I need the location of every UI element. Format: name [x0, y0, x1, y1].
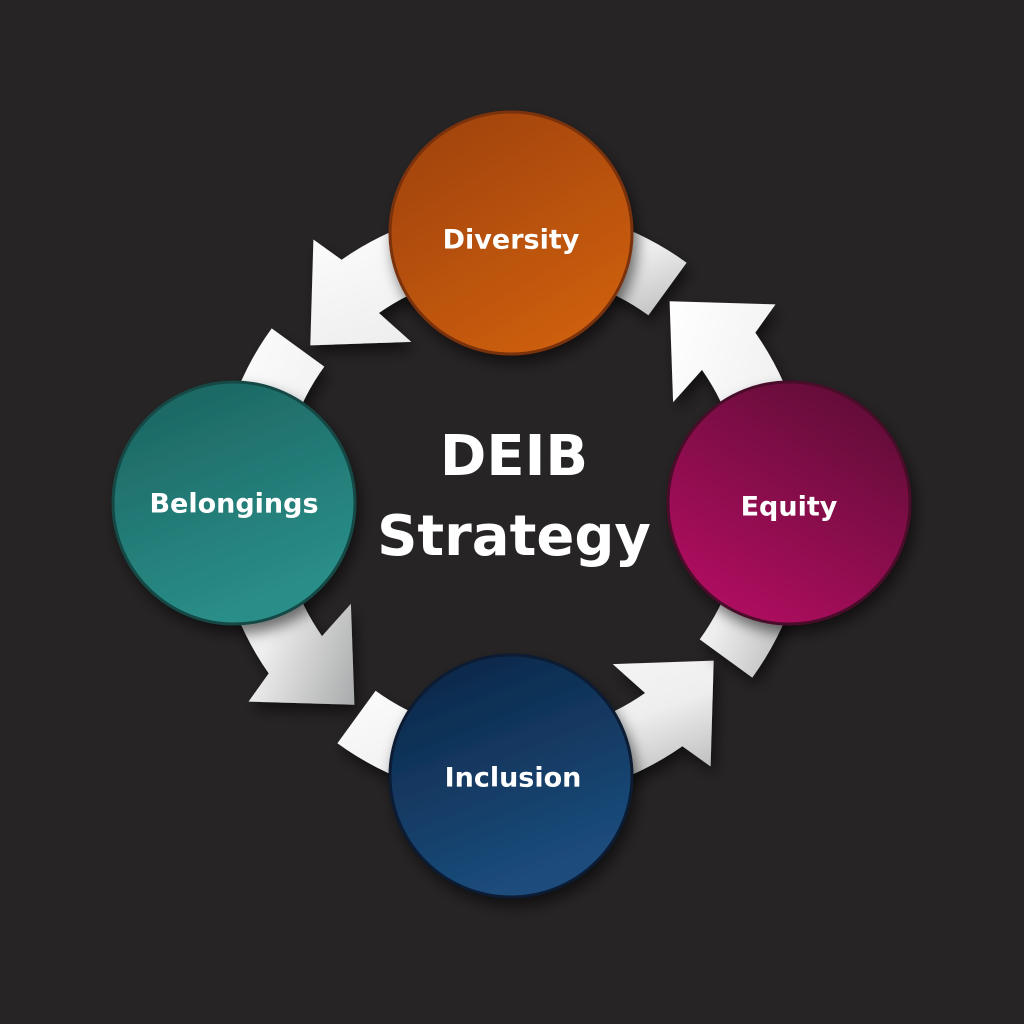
node-label-inclusion: Inclusion — [445, 763, 582, 794]
node-label-equity: Equity — [741, 492, 838, 523]
title-line-2: Strategy — [377, 504, 651, 569]
node-belongings: Belongings — [111, 380, 357, 626]
title-line-1: DEIB — [440, 424, 588, 489]
node-inclusion: Inclusion — [388, 653, 634, 899]
node-equity: Equity — [666, 380, 912, 626]
node-diversity: Diversity — [388, 110, 634, 356]
node-label-diversity: Diversity — [443, 225, 580, 256]
node-label-belongings: Belongings — [149, 489, 318, 520]
